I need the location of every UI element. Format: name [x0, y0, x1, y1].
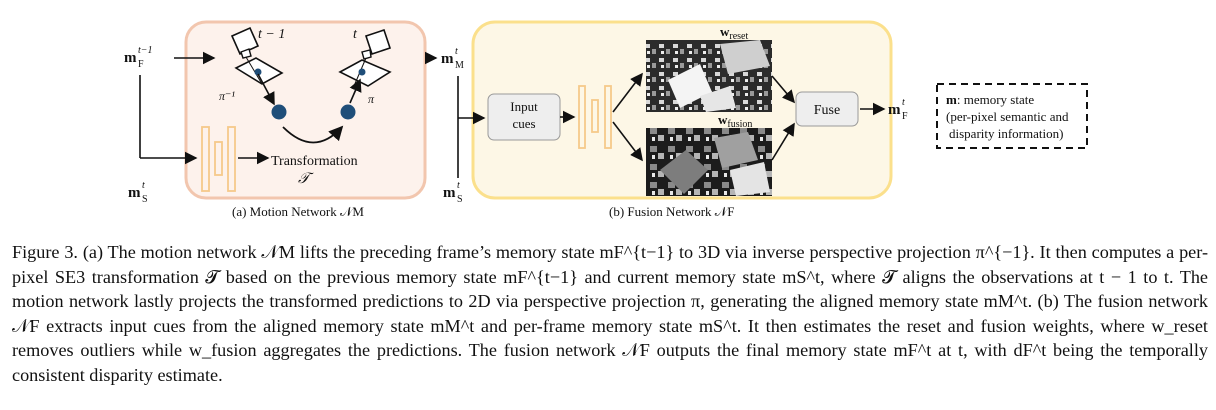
reset-weight-image: [646, 40, 772, 112]
figure-caption: Figure 3. (a) The motion network 𝒩M lift…: [12, 240, 1208, 388]
projection-label: π: [368, 92, 375, 106]
svg-text:S: S: [457, 194, 463, 205]
svg-text:t−1: t−1: [138, 45, 153, 56]
frame-prev-label: t − 1: [258, 27, 285, 42]
fusion-caption: (b) Fusion Network 𝒩F: [609, 204, 734, 219]
camera-cur-icon: [338, 28, 392, 87]
figure-diagram: m F t−1 m S t Transformation 𝒯: [124, 20, 1088, 219]
caption-label: Figure 3.: [12, 242, 78, 262]
input-memory-sem: m S t: [128, 180, 148, 205]
input-memory-prev: m F t−1: [124, 45, 153, 70]
point-prev-icon: [271, 104, 287, 120]
svg-text:F: F: [902, 111, 908, 122]
input-cues-label: Input: [510, 99, 538, 114]
svg-text:t: t: [902, 97, 905, 108]
fusion-weight-image: [646, 128, 772, 196]
svg-text:m: m: [888, 102, 901, 118]
inverse-projection-label: π⁻¹: [219, 89, 235, 103]
transformation-label: Transformation: [271, 154, 358, 169]
point-cur-icon: [340, 104, 356, 120]
svg-text:cues: cues: [512, 116, 535, 131]
legend-line-3: disparity information): [949, 126, 1063, 141]
svg-text:m: m: [443, 185, 456, 201]
fuse-label: Fuse: [814, 103, 840, 118]
fusion-network: m S t Input cues wreset w: [443, 20, 893, 219]
caption-text: (a) The motion network 𝒩M lifts the prec…: [12, 242, 1209, 385]
svg-text:m: m: [441, 51, 454, 67]
motion-encoder-icon: [201, 126, 236, 192]
output-memory-aligned: m M t: [441, 46, 464, 71]
motion-caption: (a) Motion Network 𝒩M: [232, 204, 364, 219]
fuse-box: [795, 91, 859, 127]
svg-text:t: t: [455, 46, 458, 57]
fusion-input-sem: m S t: [443, 180, 463, 205]
svg-text:M: M: [455, 60, 464, 71]
motion-network: m F t−1 m S t Transformation 𝒯: [124, 20, 427, 219]
svg-text:m: m: [124, 50, 137, 66]
svg-text:F: F: [138, 59, 144, 70]
output-memory-final: m F t: [888, 97, 908, 122]
svg-text:m: memory state: m: memory state: [946, 92, 1034, 107]
legend-line-2: (per-pixel semantic and: [946, 109, 1069, 124]
fusion-encoder-icon: [578, 85, 612, 149]
svg-text:t: t: [457, 180, 460, 191]
legend-box: m: memory state (per-pixel semantic and …: [936, 83, 1088, 149]
svg-text:S: S: [142, 194, 148, 205]
camera-prev-icon: [230, 26, 284, 85]
svg-text:m: m: [128, 185, 141, 201]
svg-text:t: t: [142, 180, 145, 191]
frame-cur-label: t: [353, 27, 358, 42]
